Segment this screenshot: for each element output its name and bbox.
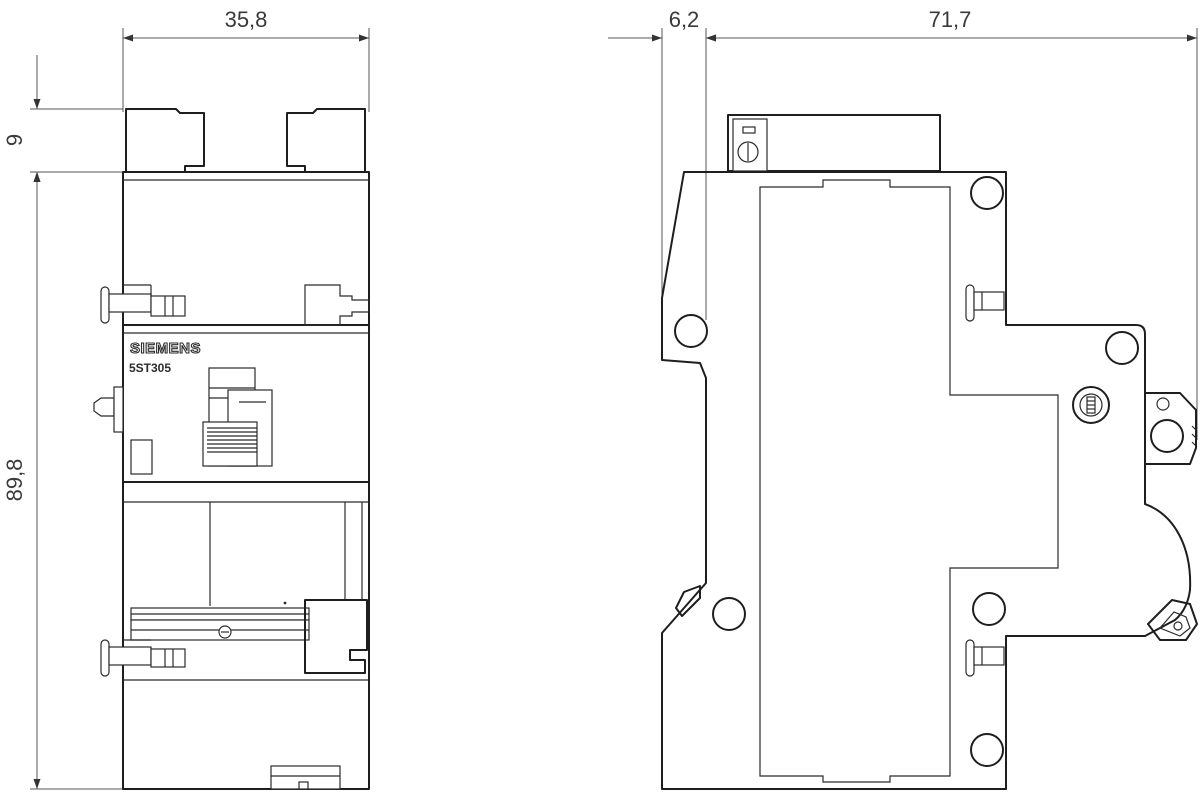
dimension-front-width: 35,8 <box>122 7 370 112</box>
mounting-hole <box>674 314 708 348</box>
side-housing-outline <box>661 171 1192 790</box>
model-number: 5ST305 <box>129 361 171 375</box>
side-inner-profile <box>759 179 1059 783</box>
side-terminal-top <box>727 114 941 172</box>
test-button <box>93 386 124 433</box>
dimension-front-height: 89,8 <box>2 172 123 790</box>
terminal-block-left <box>125 108 205 173</box>
mounting-hole <box>972 592 1006 626</box>
side-view <box>661 114 1198 790</box>
side-terminal-clamp <box>1144 392 1197 465</box>
latch-lower-left <box>100 639 186 677</box>
front-view: SIEMENS 5ST305 <box>93 108 370 790</box>
connector-upper-right <box>304 284 370 326</box>
mounting-hole <box>970 176 1004 210</box>
dimension-side-depth: 71,7 <box>706 7 1198 440</box>
indicator-window <box>130 439 153 475</box>
side-depth-label: 71,7 <box>929 7 972 32</box>
dimension-side-offset: 6,2 <box>608 7 716 320</box>
side-notch <box>675 585 701 617</box>
spring-clip <box>1147 599 1198 641</box>
mounting-hole <box>1105 331 1139 365</box>
mounting-hole <box>970 733 1004 767</box>
side-latch-upper <box>965 284 1005 322</box>
connector-lower-right <box>304 599 368 674</box>
latch-upper-left <box>100 284 186 324</box>
brand-logo: SIEMENS <box>130 340 201 357</box>
front-housing <box>122 171 370 790</box>
front-width-label: 35,8 <box>225 7 268 32</box>
terminal-height-label: 9 <box>2 134 27 146</box>
dimension-terminal-height: 9 <box>2 55 123 182</box>
side-latch-lower <box>965 639 1005 677</box>
terminal-block-right <box>286 108 366 173</box>
busbar <box>130 601 310 641</box>
adjustment-screw <box>1072 386 1110 424</box>
side-offset-label: 6,2 <box>669 7 700 32</box>
toggle-lever <box>202 367 273 467</box>
bottom-tab <box>270 765 341 790</box>
front-height-label: 89,8 <box>2 459 27 502</box>
mounting-hole <box>712 597 746 631</box>
